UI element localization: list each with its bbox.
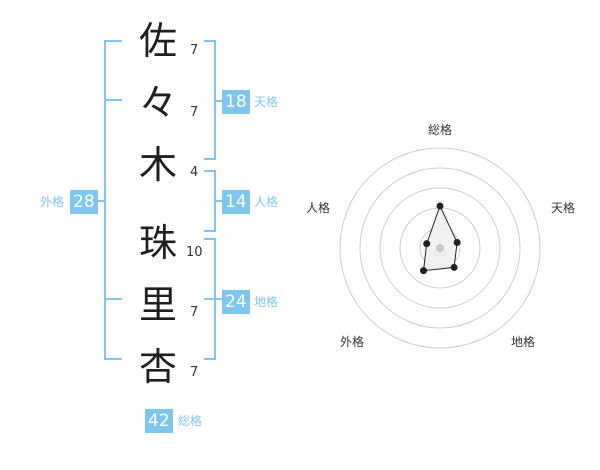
stroke-count-3: 4	[190, 165, 199, 180]
stroke-count-4: 10	[186, 245, 203, 260]
chikaku-connector	[214, 298, 222, 300]
name-char-1: 佐	[138, 19, 177, 63]
gaikaku-value: 28	[70, 190, 98, 214]
jinkaku-label: 人格	[254, 195, 279, 209]
name-char-5: 里	[138, 283, 177, 327]
radar-area	[422, 204, 458, 272]
radar-axis-label-1: 総格	[428, 122, 452, 137]
stroke-count-6: 7	[190, 365, 199, 380]
radar-point-5	[423, 240, 431, 248]
chikaku-label: 地格	[254, 295, 279, 309]
radar-point-1	[436, 202, 444, 210]
tenkaku-connector	[214, 100, 222, 102]
gaikaku-connector	[96, 200, 106, 202]
soukaku-label: 総格	[178, 414, 203, 428]
tenkaku-label: 天格	[254, 95, 279, 109]
radar-axis-label-5: 人格	[306, 200, 330, 215]
radar-axis-label-4: 外格	[340, 334, 364, 349]
radar-center	[436, 244, 444, 252]
radar-axis-label-2: 天格	[551, 200, 575, 215]
jinkaku-value: 14	[222, 190, 250, 214]
radar-ring-4	[359, 167, 521, 329]
radar-point-2	[453, 238, 461, 246]
stroke-count-5: 7	[190, 305, 199, 320]
bracket-tick	[104, 298, 122, 300]
radar-point-4	[420, 267, 428, 275]
name-char-4: 珠	[138, 221, 177, 265]
stroke-count-1: 7	[190, 43, 199, 58]
radar-ring-3	[379, 187, 501, 309]
tenkaku-value: 18	[222, 90, 250, 114]
bracket-tick	[204, 298, 216, 300]
gaikaku-label: 外格	[40, 195, 65, 209]
name-char-2: 々	[138, 81, 177, 125]
name-char-3: 木	[138, 143, 177, 187]
soukaku-value: 42	[145, 409, 173, 433]
stroke-count-2: 7	[190, 105, 199, 120]
chikaku-value: 24	[222, 290, 250, 314]
radar-ring-5	[339, 147, 541, 349]
radar-point-3	[450, 263, 458, 271]
bracket-tick	[104, 99, 122, 101]
jinkaku-connector	[214, 200, 222, 202]
name-char-6: 杏	[138, 345, 177, 389]
radar-axis-label-3: 地格	[511, 334, 535, 349]
